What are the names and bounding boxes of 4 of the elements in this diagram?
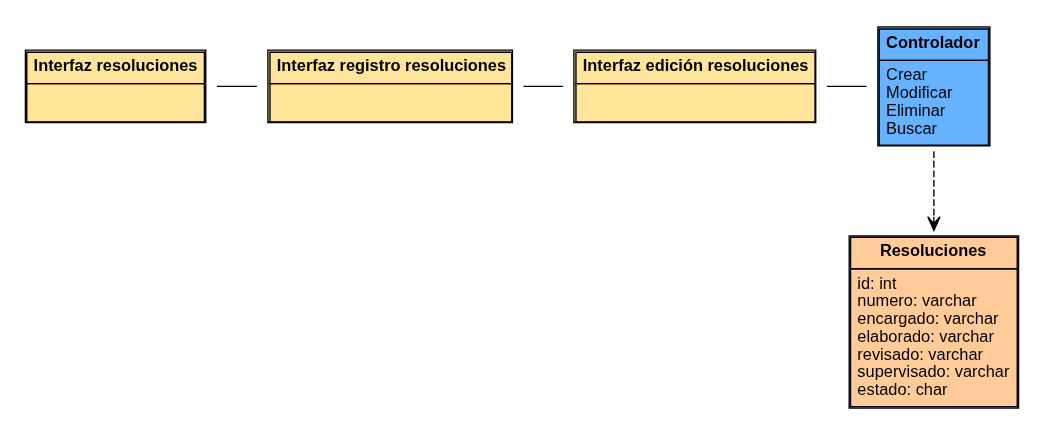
connector xyxy=(216,85,258,88)
arrow xyxy=(927,150,941,232)
connector xyxy=(522,85,564,88)
connector xyxy=(826,85,868,88)
